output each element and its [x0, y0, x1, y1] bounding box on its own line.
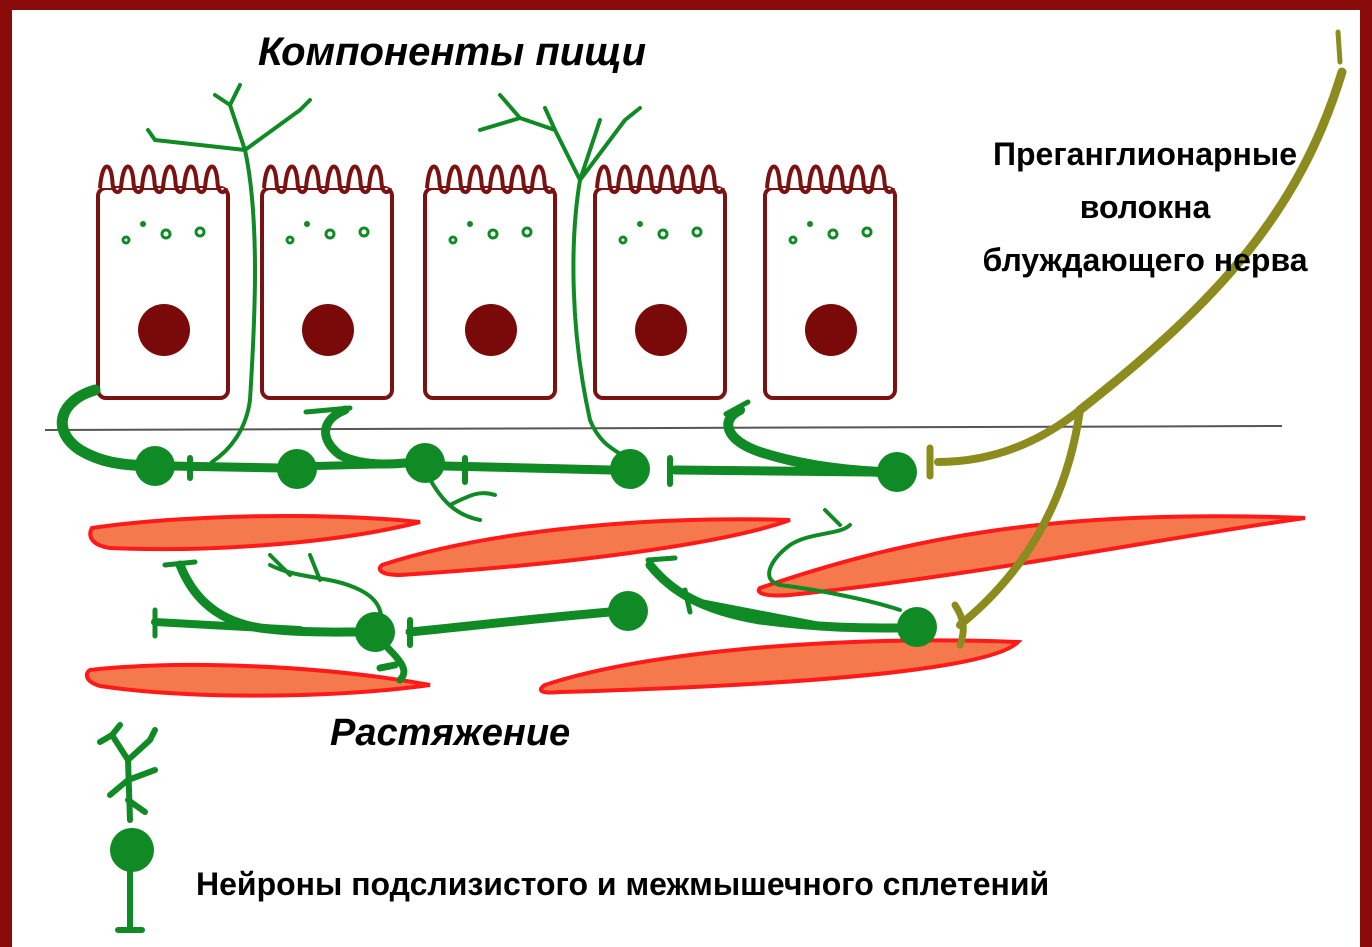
secretory-granule — [142, 223, 145, 226]
cell-nucleus — [138, 304, 190, 356]
neuron-process — [728, 410, 880, 472]
legend-label: Нейроны подслизистого и межмышечного спл… — [196, 866, 1049, 903]
neuron-icon — [100, 725, 155, 930]
neuron-soma — [610, 449, 650, 489]
neuron-soma — [355, 612, 395, 652]
neuron-soma — [277, 449, 317, 489]
neuron-process — [326, 410, 405, 464]
cell-membrane — [595, 188, 725, 398]
cell-membrane — [765, 188, 895, 398]
neuron-soma — [608, 591, 648, 631]
neuron-axon — [410, 612, 610, 632]
preganglionic-vagus-label: Преганглионарные волокна блуждающего нер… — [930, 128, 1360, 287]
vagus-fiber-branch-upper — [938, 410, 1080, 462]
cell-nucleus — [302, 304, 354, 356]
cell-membrane — [262, 188, 392, 398]
neuron-axon — [445, 466, 610, 470]
synapse-terminal — [165, 562, 195, 565]
cell-nucleus — [465, 304, 517, 356]
secretory-granule — [306, 223, 309, 226]
neuron-soma — [405, 443, 445, 483]
neuron-process — [155, 622, 300, 630]
secretory-granule — [809, 223, 812, 226]
epithelial-cell — [98, 166, 228, 398]
neuron-process — [62, 390, 150, 466]
food-components-label: Компоненты пищи — [258, 30, 646, 75]
epithelial-layer — [98, 166, 895, 398]
vagus-fiber-top — [1338, 32, 1340, 62]
smooth-muscle-cell — [380, 519, 790, 575]
preganglionic-label-line: блуждающего нерва — [930, 234, 1360, 287]
synapse-terminal — [648, 558, 675, 560]
neuron-soma — [135, 446, 175, 486]
neuron-soma — [877, 452, 917, 492]
stretch-label: Растяжение — [330, 712, 570, 755]
neuron-soma — [897, 607, 937, 647]
secretory-granule — [639, 223, 642, 226]
mucosa-boundary-line — [45, 426, 1282, 430]
epithelial-cell — [595, 166, 725, 398]
cell-membrane — [425, 188, 555, 398]
neuron-axon — [170, 466, 280, 468]
preganglionic-label-line: Преганглионарные — [930, 128, 1360, 181]
cell-membrane — [98, 188, 228, 398]
neuron-dendrite — [148, 85, 310, 150]
epithelial-cell — [262, 166, 392, 398]
secretory-granule — [469, 223, 472, 226]
cell-nucleus — [635, 304, 687, 356]
preganglionic-label-line: волокна — [930, 181, 1360, 234]
neuron-dendrite — [480, 95, 640, 180]
epithelial-cell — [765, 166, 895, 398]
smooth-muscle-cell — [90, 516, 420, 549]
smooth-muscle-cell — [541, 640, 1018, 692]
epithelial-cell — [425, 166, 555, 398]
cell-nucleus — [805, 304, 857, 356]
